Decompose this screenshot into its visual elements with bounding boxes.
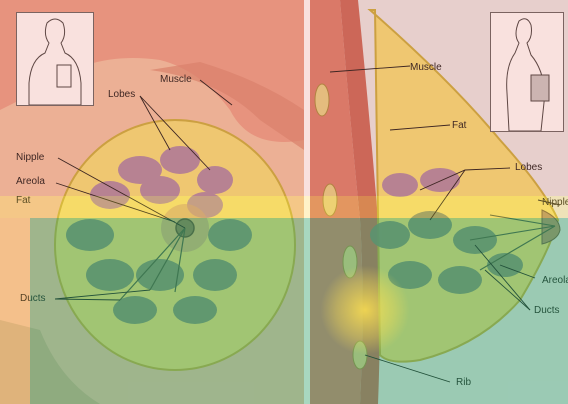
label-areola-left: Areola [16, 176, 45, 188]
label-rib-right: Rib [456, 377, 471, 389]
label-nipple-left: Nipple [16, 152, 44, 164]
sagittal-inset-thumbnail [490, 12, 564, 132]
label-nipple-right: Nipple [542, 197, 568, 209]
frontal-inset-thumbnail [16, 12, 94, 106]
label-areola-right: Areola [542, 275, 568, 287]
label-lobes-right: Lobes [515, 162, 542, 174]
label-muscle-right: Muscle [410, 62, 442, 74]
label-lobes-left: Lobes [108, 89, 135, 101]
label-muscle-left: Muscle [160, 74, 192, 86]
frontal-view-panel: Muscle Lobes Nipple Areola Fat Ducts [0, 0, 304, 404]
torso-side-icon [491, 13, 563, 131]
label-ducts-left: Ducts [20, 293, 46, 305]
label-fat-left: Fat [16, 195, 30, 207]
label-ducts-right: Ducts [534, 305, 560, 317]
torso-front-icon [17, 13, 93, 105]
sagittal-view-panel: Muscle Fat Lobes Nipple Areola Ducts Rib [310, 0, 568, 404]
label-fat-right: Fat [452, 120, 466, 132]
